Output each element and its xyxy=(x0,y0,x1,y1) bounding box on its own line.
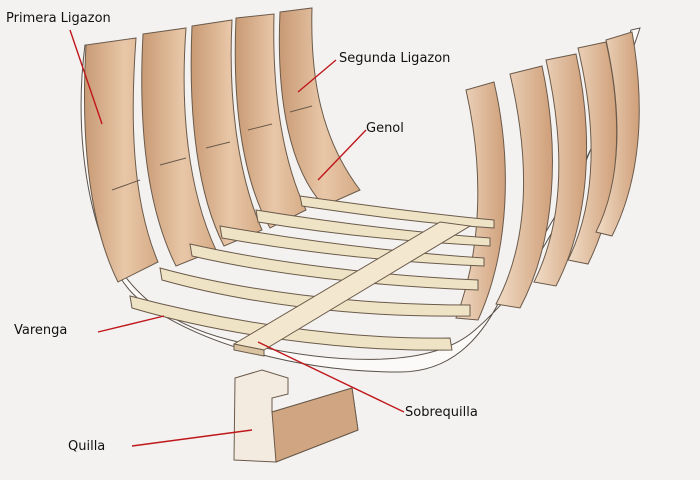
label-genol: Genol xyxy=(366,121,404,136)
label-sobrequilla: Sobrequilla xyxy=(405,405,478,420)
label-quilla: Quilla xyxy=(68,439,106,454)
right-frames xyxy=(455,31,640,321)
label-primera-ligazon: Primera Ligazon xyxy=(6,11,111,26)
outer-frame-outline xyxy=(80,27,641,373)
leader-lines xyxy=(69,29,405,447)
label-segunda-ligazon: Segunda Ligazon xyxy=(339,51,451,66)
label-varenga: Varenga xyxy=(14,323,68,338)
keel xyxy=(233,369,359,463)
left-frames xyxy=(83,7,361,283)
